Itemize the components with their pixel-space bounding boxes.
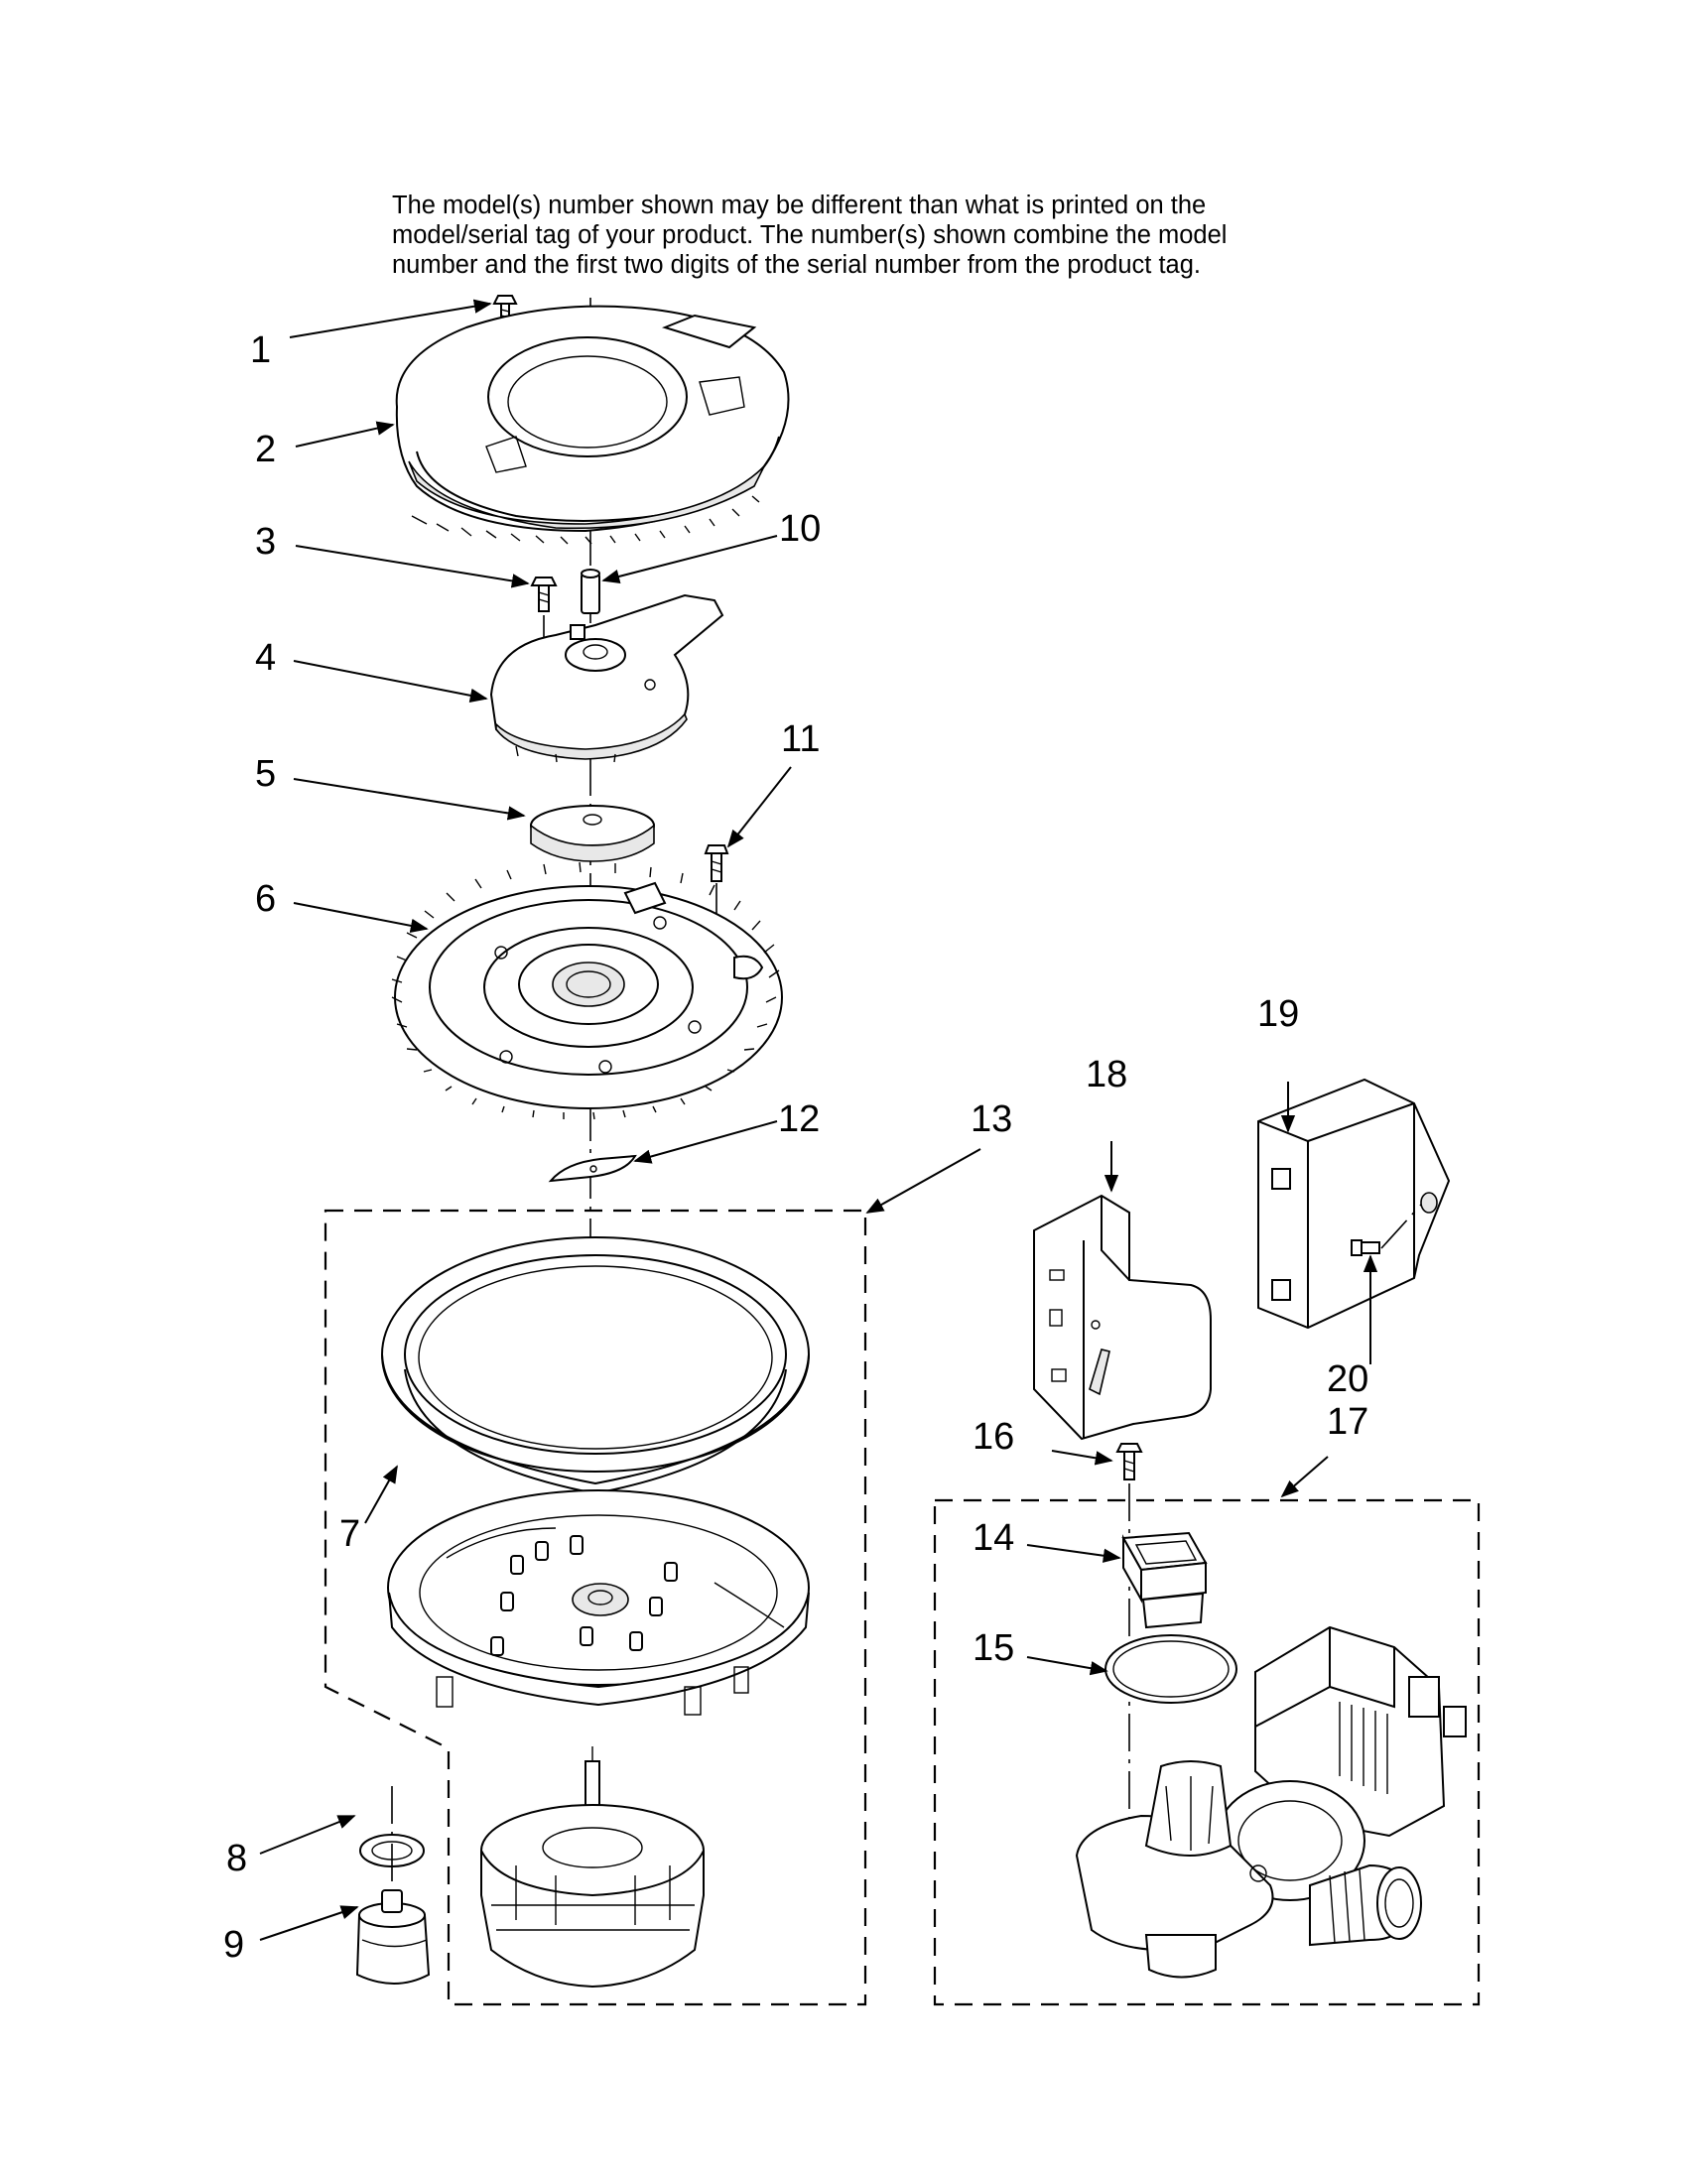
callout-5: 5 xyxy=(255,753,276,795)
assembly-13-boundary xyxy=(324,1209,867,2006)
part-16-screw xyxy=(1115,1443,1143,1480)
callout-12: 12 xyxy=(778,1098,820,1140)
callout-1: 1 xyxy=(250,329,271,371)
callout-7: 7 xyxy=(339,1513,360,1555)
callout-14: 14 xyxy=(973,1517,1014,1559)
callout-15: 15 xyxy=(973,1627,1014,1669)
callout-8: 8 xyxy=(226,1838,247,1879)
part-9-fitting xyxy=(355,1889,431,1985)
callout-6: 6 xyxy=(255,878,276,920)
part-19-box xyxy=(1257,1078,1451,1330)
part-7-seal-ring xyxy=(381,1236,810,1495)
callout-3: 3 xyxy=(255,521,276,563)
callout-9: 9 xyxy=(223,1924,244,1966)
leader-lines xyxy=(259,299,1378,1941)
callout-16: 16 xyxy=(973,1416,1014,1458)
callout-17: 17 xyxy=(1327,1401,1368,1443)
callout-18: 18 xyxy=(1086,1054,1127,1095)
part-14-adapter xyxy=(1121,1531,1208,1629)
callout-2: 2 xyxy=(255,429,276,470)
notice-line-3: number and the first two digits of the s… xyxy=(392,251,1201,279)
part-12-blade xyxy=(548,1154,637,1183)
callout-4: 4 xyxy=(255,637,276,679)
notice-line-2: model/serial tag of your product. The nu… xyxy=(392,221,1228,249)
model-number-notice: The model(s) number shown may be differe… xyxy=(392,191,1364,280)
callout-20: 20 xyxy=(1327,1358,1368,1400)
part-15-o-ring xyxy=(1104,1634,1237,1704)
callout-19: 19 xyxy=(1257,993,1299,1035)
wash-motor xyxy=(480,1746,705,1989)
callout-13: 13 xyxy=(971,1098,1012,1140)
part-10-pin xyxy=(581,569,600,614)
assembly-17-boundary xyxy=(933,1498,1481,2006)
callout-numbers: 1 2 3 4 5 6 7 8 9 10 11 12 13 14 15 16 1… xyxy=(223,329,1368,1966)
callout-10: 10 xyxy=(779,508,821,550)
part-11-screw xyxy=(704,844,729,882)
part-6-finned-base xyxy=(391,861,783,1120)
notice-line-1: The model(s) number shown may be differe… xyxy=(392,192,1207,219)
part-3-screw xyxy=(530,577,558,612)
part-5-impeller xyxy=(530,805,655,862)
callout-11: 11 xyxy=(781,718,820,760)
part-4-housing xyxy=(489,593,724,763)
drain-pump xyxy=(1075,1625,1467,1979)
sump-housing xyxy=(387,1489,810,1716)
part-18-bracket xyxy=(1033,1194,1212,1441)
part-20-screw xyxy=(1351,1239,1380,1256)
part-2-cover-ring xyxy=(395,305,790,545)
